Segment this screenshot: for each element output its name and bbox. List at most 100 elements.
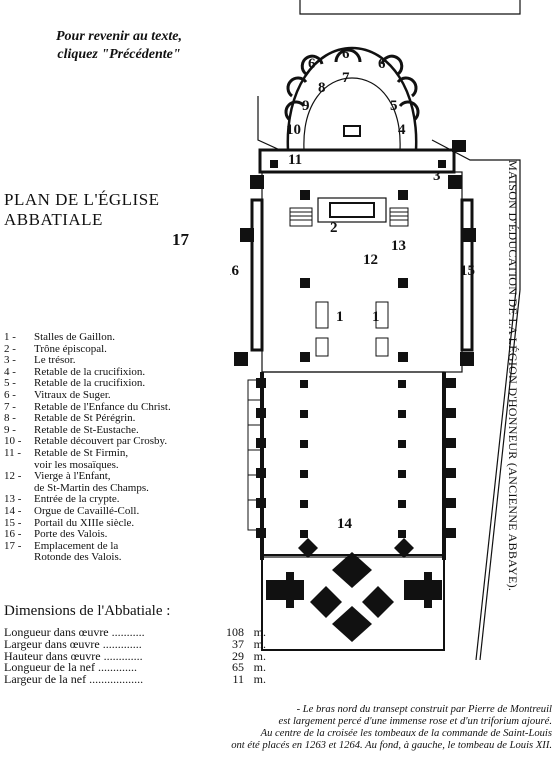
wall-buttress [446, 438, 456, 448]
legend-item-text: Stalles de Gaillon. [34, 331, 115, 343]
dimension-unit: m. [253, 672, 266, 687]
back-link[interactable]: Pour revenir au texte, cliquez "Précéden… [14, 28, 224, 64]
legend-item-number: 3 - [4, 354, 16, 367]
wall-buttress [256, 378, 266, 388]
legend-item-number: 5 - [4, 377, 16, 390]
note-line1: - Le bras nord du transept construit par… [296, 704, 552, 715]
dimension-row: Largeur de la nef .................. 11 m. [4, 672, 266, 687]
wall-buttress [256, 498, 266, 508]
legend-item-text: Vitraux de Suger. [34, 388, 111, 401]
dimension-value: 37 [232, 636, 244, 651]
plan-label-2: 2 [330, 220, 338, 236]
legend-item-text: Entrée de la crypte. [34, 493, 120, 506]
plan-label-5: 5 [390, 98, 398, 114]
legend-item: 5 -Retable de la crucifixion. [4, 378, 244, 390]
legend-item-text: Trône épiscopal. [34, 342, 107, 355]
legend-item-number: 13 - [4, 493, 22, 506]
legend-item-number: 14 - [4, 504, 22, 517]
title-line1: PLAN DE L'ÉGLISE [4, 190, 160, 209]
legend-item-number: 11 - [4, 446, 22, 459]
legend-item: 1 -Stalles de Gaillon. [4, 331, 244, 344]
legend-item-text: Retable de St Firmin, [34, 446, 129, 459]
nave-pier [300, 440, 308, 448]
legend-item: 6 - Vitraux de Suger. [4, 388, 244, 402]
plan-label-7: 7 [342, 70, 350, 86]
legend-item: 7 - Retable de l'Enfance du Christ. [4, 400, 244, 414]
dimension-label: Largeur dans œuvre ............. [4, 638, 142, 651]
legend-item: 3 - Le trésor. [4, 355, 244, 367]
back-link-line1: Pour revenir au texte, [56, 29, 182, 44]
wall-buttress [256, 468, 266, 478]
dimension-value: 65 [232, 660, 244, 675]
legend-item-text: Orgue de Cavaillé-Coll. [34, 504, 140, 517]
nave-pier [300, 380, 308, 388]
legend-item-text: de St-Martin des Champs. [34, 481, 149, 494]
nave-pier [300, 470, 308, 478]
legend-item-number: 4 - [4, 365, 16, 378]
nave-pier [398, 530, 406, 538]
legend-item-number: 7 - [4, 400, 16, 413]
plan-label-10: 10 [286, 122, 301, 138]
dimension-label: Longueur dans œuvre ........... [4, 627, 145, 639]
legend-item-number: 2 - [4, 342, 16, 355]
plan-label-11: 11 [288, 152, 302, 168]
nave-pier [300, 530, 308, 538]
legend-item: 13 - Entrée de la crypte. [4, 494, 244, 506]
dimensions-title: Dimensions de l'Abbatiale : [4, 603, 171, 619]
legend-item: 2 - Trône épiscopal. [4, 342, 244, 356]
legend-item-text: voir les mosaïques. [34, 458, 119, 471]
plan-label-9: 9 [302, 98, 310, 114]
note-line3: Au centre de la croisée les tombeaux de … [260, 728, 552, 739]
legend-item-number: 9 - [4, 423, 16, 436]
wall-buttress [446, 498, 456, 508]
nave-pier [300, 500, 308, 508]
plan-label-8: 8 [318, 80, 326, 96]
plan-label-4: 4 [398, 122, 406, 138]
legend-item-number: 17 - [4, 539, 22, 552]
plan-label-15: 15 [460, 263, 475, 279]
nave-pier [398, 440, 406, 448]
legend-item-text: Porte des Valois. [34, 528, 108, 541]
title-line2: ABBATIALE [4, 210, 103, 229]
nave-pier [398, 380, 406, 388]
legend-item: 4 -Retable de la crucifixion. [4, 365, 244, 379]
legend-item: 15 -Portail du XIIIe siècle. [4, 517, 244, 530]
plan-label-6a: 6 [308, 56, 316, 72]
legend-item-number: 16 - [4, 528, 22, 541]
nave-pier [398, 470, 406, 478]
legend-list: 1 -Stalles de Gaillon.2 - Trône épiscopal… [4, 331, 244, 564]
dimension-label: Largeur de la nef .................. [4, 674, 144, 686]
legend-item: 10 - Retable découvert par Crosby. [4, 436, 244, 448]
wall-buttress [446, 408, 456, 418]
plan-label-13: 13 [391, 238, 406, 254]
note-line2: est largement percé d'une immense rose e… [278, 716, 552, 727]
page-title: PLAN DE L'ÉGLISE ABBATIALE [4, 190, 160, 230]
plan-label-1a: 1 [336, 309, 344, 325]
legend-item-number: 12 - [4, 470, 22, 483]
legend-item: 14 - Orgue de Cavaillé-Coll. [4, 504, 244, 518]
nave-pier [398, 410, 406, 418]
plan-label-12: 12 [363, 252, 378, 268]
legend-item-number: 10 - [4, 435, 22, 448]
caption-note: - Le bras nord du transept construit par… [200, 704, 552, 752]
plan-label-16: 16 [230, 263, 240, 279]
legend-item-text: Retable de St Pérégrin. [34, 412, 136, 425]
legend-item-text: Retable de l'Enfance du Christ. [34, 400, 171, 413]
legend-item: Rotonde des Valois. [4, 552, 244, 564]
church-floor-plan: 1 1 2 3 4 5 6 6 6 7 8 9 10 11 12 13 14 1… [230, 0, 521, 660]
legend-item: 11 - Retable de St Firmin, [4, 446, 244, 460]
dimension-value: 11 [232, 672, 244, 687]
legend-item-number: 6 - [4, 388, 16, 401]
wall-buttress [446, 528, 456, 538]
legend-item-text: Rotonde des Valois. [34, 551, 122, 564]
legend-item: 16 - Porte des Valois. [4, 528, 244, 541]
dimension-label: Hauteur dans œuvre ............. [4, 650, 143, 663]
legend-item: 17 -Emplacement de la [4, 539, 244, 553]
legend-item-text: Le trésor. [34, 354, 76, 367]
nave-pier [398, 500, 406, 508]
dimension-unit: m. [253, 636, 266, 651]
legend-item-text: Retable découvert par Crosby. [34, 435, 168, 448]
legend-item: 8 -Retable de St Pérégrin. [4, 413, 244, 425]
